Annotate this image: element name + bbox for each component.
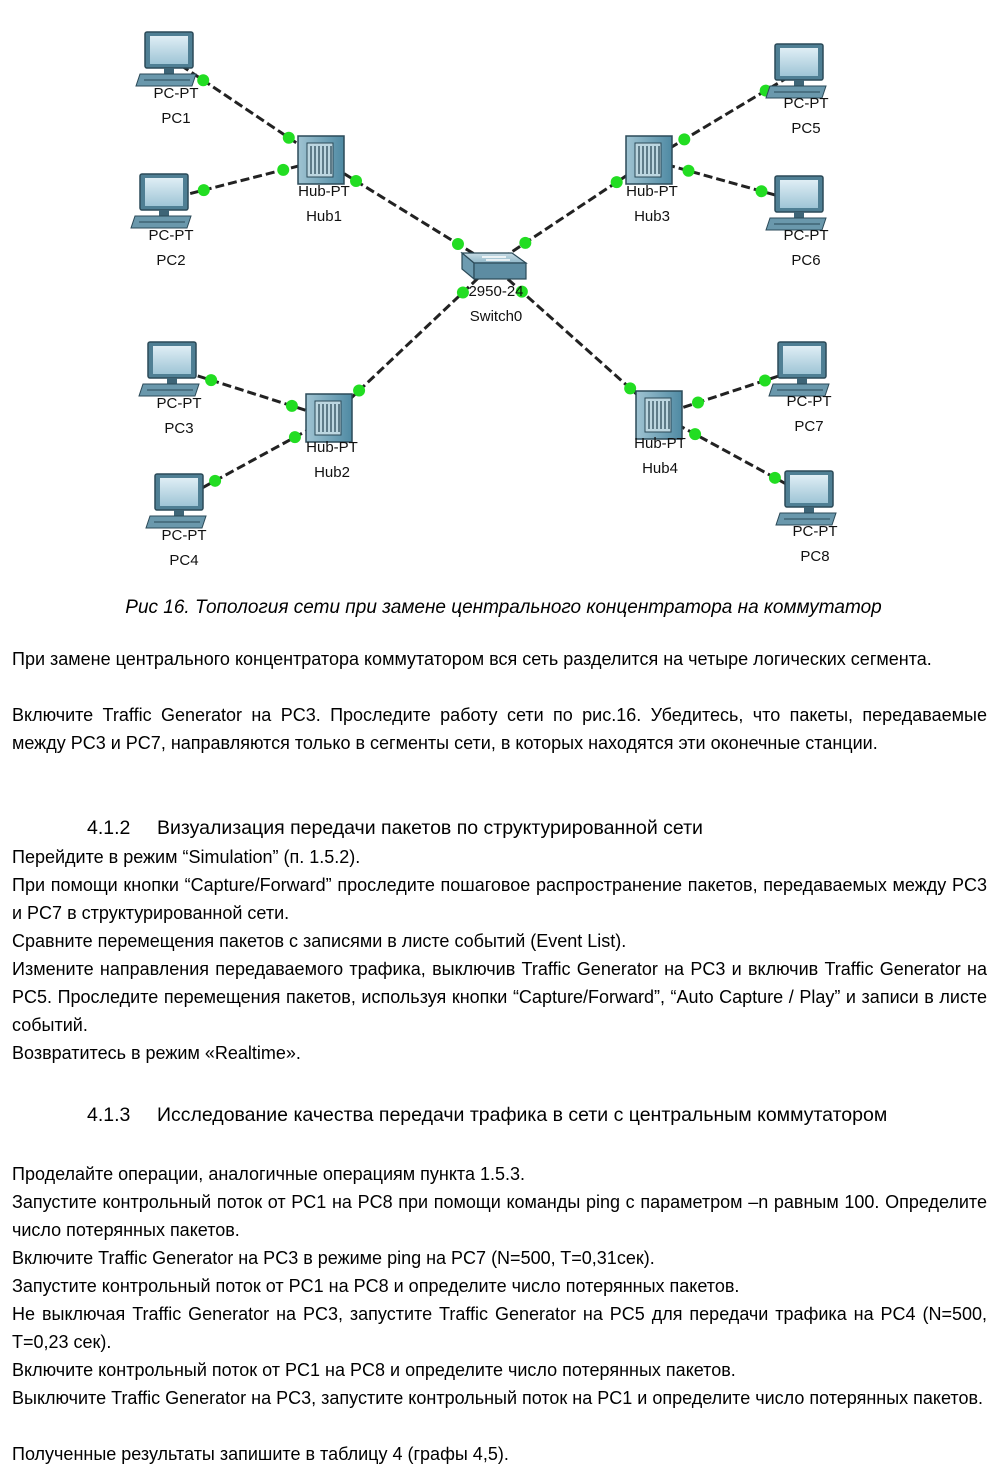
pc7-name-label: PC7 <box>794 418 823 435</box>
section-number: 4.1.2 <box>87 817 131 839</box>
hub3-model-label: Hub-PT <box>626 183 678 200</box>
port-status-dot <box>624 382 637 395</box>
sw0-model-label: 2950-24 <box>468 283 523 300</box>
paragraph-413-5: Не выключая Traffic Generator на PC3, за… <box>12 1304 987 1352</box>
link-pc3-hub2 <box>172 366 331 420</box>
link-pc2-hub1 <box>164 158 323 202</box>
hub2-name-label: Hub2 <box>314 464 350 481</box>
pc1-pc-icon <box>135 31 197 87</box>
link-hub3-sw0 <box>491 158 651 267</box>
port-status-dot <box>451 237 464 250</box>
port-status-dot <box>353 384 366 397</box>
paragraph-413-7: Выключите Traffic Generator на PC3, запу… <box>12 1388 984 1408</box>
pc4-name-label: PC4 <box>169 552 198 569</box>
paragraph-412-5: Возвратитесь в режим «Realtime». <box>12 1043 301 1063</box>
port-status-dot <box>515 285 528 298</box>
section-heading-4-1-2: 4.1.2 Визуализация передачи пакетов по ст… <box>12 813 987 843</box>
hub4-model-label: Hub-PT <box>634 435 686 452</box>
paragraph-413-1: Проделайте операции, аналогичные операци… <box>12 1164 526 1184</box>
paragraph-segments: При замене центрального концентратора ко… <box>12 649 932 669</box>
pc1-name-label: PC1 <box>161 110 190 127</box>
pc6-name-label: PC6 <box>791 252 820 269</box>
paragraph-413-2: Запустите контрольный поток от PC1 на PC… <box>12 1192 987 1240</box>
paragraph-413-3: Включите Traffic Generator на PC3 в режи… <box>12 1248 655 1268</box>
pc3-name-label: PC3 <box>164 420 193 437</box>
port-status-dot <box>197 74 210 87</box>
paragraph-412-2: При помощи кнопки “Capture/Forward” прос… <box>12 875 987 923</box>
port-status-dot <box>755 185 768 198</box>
port-status-dot <box>282 131 295 144</box>
port-status-dot <box>350 175 363 188</box>
pc4-pc-icon <box>145 473 207 529</box>
hub1-model-label: Hub-PT <box>298 183 350 200</box>
port-status-dot <box>692 396 705 409</box>
port-status-dot <box>277 163 290 176</box>
port-status-dot <box>197 184 210 197</box>
pc7-model-label: PC-PT <box>787 393 832 410</box>
link-pc7-hub4 <box>659 366 804 417</box>
link-pc4-hub2 <box>179 416 331 502</box>
pc5-model-label: PC-PT <box>784 95 829 112</box>
link-pc5-hub3 <box>649 68 801 162</box>
devices-layer: PC-PTPC1PC-PTPC2PC-PTPC3PC-PTPC4PC-PTPC5… <box>130 31 838 569</box>
port-status-dot <box>682 164 695 177</box>
link-hub1-sw0 <box>321 158 493 267</box>
paragraph-412-3: Сравните перемещения пакетов с записями … <box>12 931 627 951</box>
hub1-hub-icon <box>297 135 345 185</box>
section-number: 4.1.3 <box>87 1104 131 1126</box>
port-status-dot <box>758 374 771 387</box>
port-status-dot <box>610 176 623 189</box>
section-heading-4-1-3: 4.1.3 Исследование качества передачи траф… <box>12 1100 987 1130</box>
section-title: Визуализация передачи пакетов по структу… <box>157 817 703 839</box>
paragraph-412-1: Перейдите в режим “Simulation” (п. 1.5.2… <box>12 847 361 867</box>
port-status-dot <box>285 399 298 412</box>
pc5-pc-icon <box>765 43 827 99</box>
port-status-dot <box>209 474 222 487</box>
pc8-model-label: PC-PT <box>793 523 838 540</box>
section-title: Исследование качества передачи трафика в… <box>157 1104 888 1126</box>
hub1-name-label: Hub1 <box>306 208 342 225</box>
sw0-switch-icon <box>460 251 528 281</box>
pc6-model-label: PC-PT <box>784 227 829 244</box>
hub2-model-label: Hub-PT <box>306 439 358 456</box>
paragraph-413-6: Включите контрольный поток от PC1 на PC8… <box>12 1360 736 1380</box>
hub4-name-label: Hub4 <box>642 460 678 477</box>
network-topology-diagram: PC-PTPC1PC-PTPC2PC-PTPC3PC-PTPC4PC-PTPC5… <box>130 31 838 569</box>
port-status-dot <box>288 431 301 444</box>
port-status-dot <box>678 133 691 146</box>
pc8-name-label: PC8 <box>800 548 829 565</box>
paragraph-traffic-generator: Включите Traffic Generator на PC3. Просл… <box>12 705 987 753</box>
figure-caption: Рис 16. Топология сети при замене центра… <box>125 597 882 618</box>
hub2-hub-icon <box>305 393 353 443</box>
pc7-pc-icon <box>768 341 830 397</box>
sw0-name-label: Switch0 <box>470 308 523 325</box>
pc4-model-label: PC-PT <box>162 527 207 544</box>
pc5-name-label: PC5 <box>791 120 820 137</box>
pc2-model-label: PC-PT <box>149 227 194 244</box>
paragraph-413-4: Запустите контрольный поток от PC1 на PC… <box>12 1276 740 1296</box>
pc1-model-label: PC-PT <box>154 85 199 102</box>
port-status-dot <box>519 236 532 249</box>
port-status-dot <box>456 286 469 299</box>
pc3-model-label: PC-PT <box>157 395 202 412</box>
port-status-dot <box>689 428 702 441</box>
hub3-name-label: Hub3 <box>634 208 670 225</box>
pc3-pc-icon <box>138 341 200 397</box>
port-status-dot <box>205 374 218 387</box>
paragraph-413-8: Полученные результаты запишите в таблицу… <box>12 1444 509 1464</box>
port-status-dot <box>768 471 781 484</box>
ports-layer <box>197 74 781 487</box>
pc6-pc-icon <box>765 175 827 231</box>
pc2-pc-icon <box>130 173 192 229</box>
hub3-hub-icon <box>625 135 673 185</box>
pc2-name-label: PC2 <box>156 252 185 269</box>
hub4-hub-icon <box>635 390 683 440</box>
pc8-pc-icon <box>775 470 837 526</box>
paragraph-412-4: Измените направления передаваемого трафи… <box>12 959 987 1035</box>
